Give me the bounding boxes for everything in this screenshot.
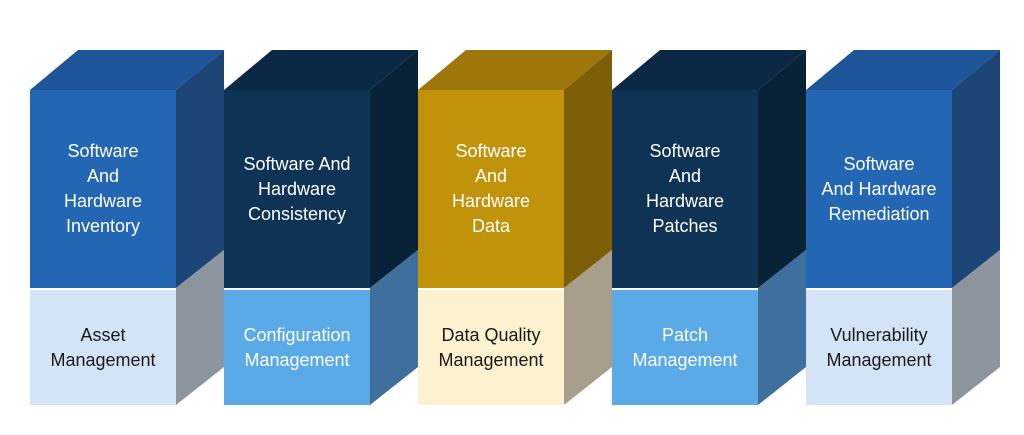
cube-front-upper — [30, 90, 176, 288]
block-title-line: Hardware — [645, 191, 725, 211]
block-title-line: Hardware — [257, 178, 336, 199]
cube-top-face — [806, 50, 1000, 90]
block-title-line: Software — [455, 141, 527, 161]
cube-side-upper — [952, 50, 1000, 288]
block-title-line: Consistency — [247, 203, 347, 224]
cube-shape — [806, 50, 1000, 405]
block-category-line: Data Quality — [441, 324, 541, 345]
cube-top-face — [224, 50, 418, 90]
block-title-line: Software And — [243, 153, 351, 174]
cube-front-upper — [806, 90, 952, 288]
block-category-line: Management — [244, 349, 350, 370]
block-title-line: Software — [649, 141, 721, 161]
cube-shape — [30, 50, 224, 405]
block-title-line: Inventory — [65, 216, 141, 236]
block-title-line: Remediation — [828, 203, 930, 224]
cube-front-lower — [418, 290, 564, 405]
block-title-line: And — [474, 166, 508, 186]
cube-side-upper — [176, 50, 224, 288]
block-category-line: Management — [826, 349, 932, 370]
cube-side-lower — [758, 250, 806, 405]
block-title-line: Patches — [652, 216, 718, 236]
block-title-line: Data — [471, 216, 511, 236]
cube-front-upper — [612, 90, 758, 288]
block-title-line: Software — [67, 141, 139, 161]
block-title-line: Hardware — [451, 191, 531, 211]
cube-front-lower — [30, 290, 176, 405]
block-title-line: And — [668, 166, 702, 186]
block-title-line: And Hardware — [821, 178, 937, 199]
cube-side-upper — [370, 50, 418, 288]
block-category-line: Asset — [80, 324, 126, 345]
block-category-line: Management — [50, 349, 156, 370]
block-category-line: Management — [438, 349, 544, 370]
cube-shape — [224, 50, 418, 405]
cube-top-face — [418, 50, 612, 90]
block-category-line: Vulnerability — [830, 324, 928, 345]
block-title-line: And — [86, 166, 120, 186]
block-title-line: Software — [843, 153, 915, 174]
cube-side-upper — [758, 50, 806, 288]
block-category-line: Management — [632, 349, 738, 370]
block-category-line: Configuration — [243, 324, 351, 345]
cube-side-upper — [564, 50, 612, 288]
cube-side-lower — [370, 250, 418, 405]
cube-shape — [612, 50, 806, 405]
cube-shape — [418, 50, 612, 405]
cube-front-upper — [224, 90, 370, 288]
cube-front-upper — [418, 90, 564, 288]
block-category-line: Patch — [661, 324, 708, 345]
cube-side-lower — [564, 250, 612, 405]
cube-top-face — [612, 50, 806, 90]
cube-side-lower — [176, 250, 224, 405]
cube-front-lower — [224, 290, 370, 405]
cube-side-lower — [952, 250, 1000, 405]
cube-front-lower — [612, 290, 758, 405]
cube-front-lower — [806, 290, 952, 405]
block-title-line: Hardware — [63, 191, 143, 211]
cube-top-face — [30, 50, 224, 90]
